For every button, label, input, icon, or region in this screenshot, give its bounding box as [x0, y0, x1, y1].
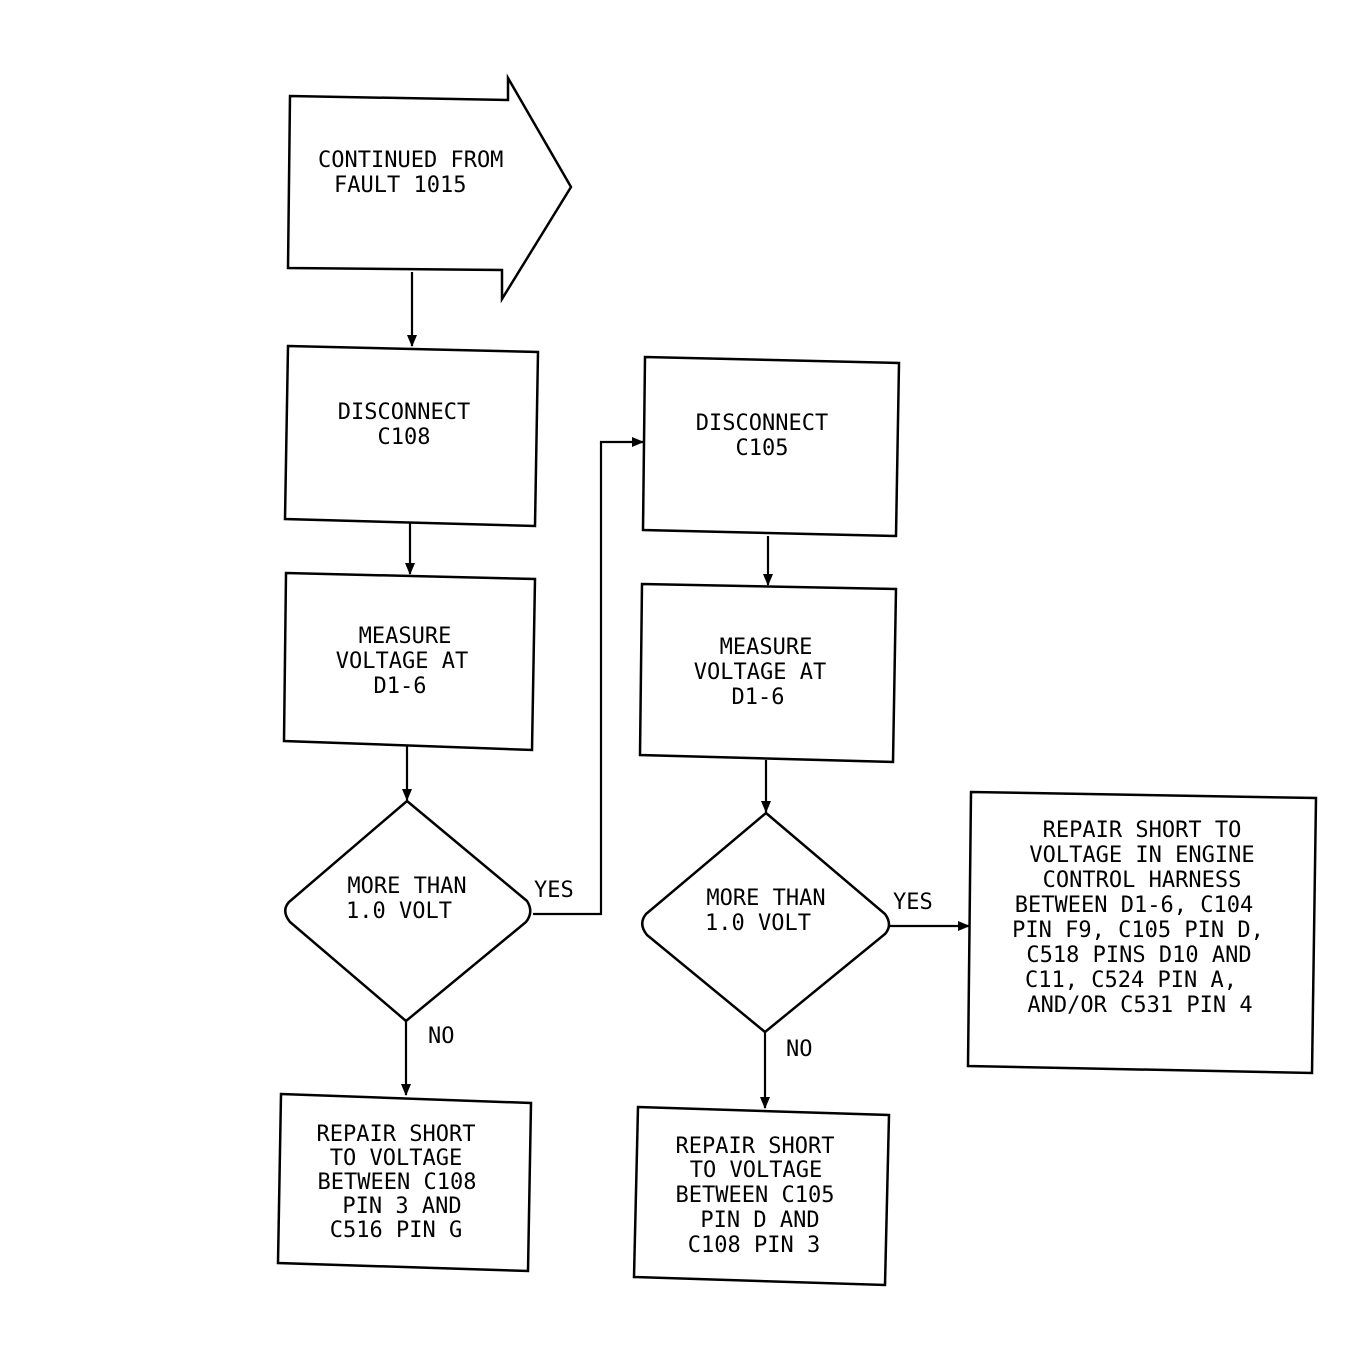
decision-left-no-label: NO: [428, 1024, 455, 1049]
repair-harness-line-6: C518 PINS D10 AND: [1026, 943, 1251, 968]
start-text-line-1: CONTINUED FROM: [318, 148, 503, 173]
repair-harness-line-1: REPAIR SHORT TO: [1043, 818, 1242, 843]
disconnect-c105-line-1: DISCONNECT: [696, 411, 828, 436]
decision-left-line-2: 1.0 VOLT: [346, 899, 452, 924]
decision-left-yes-label: YES: [534, 878, 574, 903]
measure-left-line-3: D1-6: [374, 674, 427, 699]
repair-harness-line-4: BETWEEN D1-6, C104: [1015, 893, 1253, 918]
decision-middle-no-label: NO: [786, 1037, 813, 1062]
repair-middle-box: REPAIR SHORT TO VOLTAGE BETWEEN C105 PIN…: [632, 1105, 891, 1287]
repair-left-line-3: BETWEEN C108: [318, 1170, 477, 1195]
decision-left-line-1: MORE THAN: [347, 874, 466, 899]
start-offpage-arrow: CONTINUED FROM FAULT 1015: [286, 73, 573, 304]
repair-left-box: REPAIR SHORT TO VOLTAGE BETWEEN C108 PIN…: [276, 1092, 533, 1273]
measure-left-line-2: VOLTAGE AT: [336, 649, 468, 674]
decision-left-diamond: MORE THAN 1.0 VOLT: [284, 799, 532, 1023]
repair-harness-line-5: PIN F9, C105 PIN D,: [1012, 918, 1264, 943]
measure-middle-line-2: VOLTAGE AT: [694, 660, 826, 685]
measure-voltage-middle-box: MEASURE VOLTAGE AT D1-6: [638, 582, 898, 764]
repair-middle-line-3: BETWEEN C105: [676, 1183, 835, 1208]
repair-left-line-2: TO VOLTAGE: [330, 1146, 462, 1171]
disconnect-c108-line-1: DISCONNECT: [338, 400, 470, 425]
decision-middle-yes-label: YES: [893, 890, 933, 915]
disconnect-c108-line-2: C108: [378, 425, 431, 450]
repair-middle-line-1: REPAIR SHORT: [676, 1134, 835, 1159]
repair-middle-line-2: TO VOLTAGE: [690, 1158, 822, 1183]
decision-middle-diamond: MORE THAN 1.0 VOLT: [641, 811, 891, 1034]
repair-harness-line-7: C11, C524 PIN A,: [1025, 968, 1237, 993]
repair-left-line-5: C516 PIN G: [330, 1218, 462, 1243]
measure-middle-line-3: D1-6: [732, 685, 785, 710]
repair-harness-line-2: VOLTAGE IN ENGINE: [1029, 843, 1254, 868]
measure-middle-line-1: MEASURE: [720, 635, 813, 660]
measure-voltage-left-box: MEASURE VOLTAGE AT D1-6: [282, 571, 537, 752]
measure-left-line-1: MEASURE: [359, 624, 452, 649]
repair-left-line-1: REPAIR SHORT: [317, 1122, 476, 1147]
disconnect-c105-line-2: C105: [736, 436, 789, 461]
decision-middle-line-2: 1.0 VOLT: [705, 911, 811, 936]
repair-harness-line-8: AND/OR C531 PIN 4: [1027, 993, 1252, 1018]
repair-middle-line-4: PIN D AND: [700, 1208, 819, 1233]
repair-harness-line-3: CONTROL HARNESS: [1043, 868, 1242, 893]
start-text-line-2: FAULT 1015: [334, 173, 466, 198]
repair-middle-line-5: C108 PIN 3: [688, 1233, 820, 1258]
disconnect-c108-box: DISCONNECT C108: [283, 344, 540, 528]
decision-middle-line-1: MORE THAN: [706, 886, 825, 911]
repair-left-line-4: PIN 3 AND: [342, 1194, 461, 1219]
repair-harness-box: REPAIR SHORT TO VOLTAGE IN ENGINE CONTRO…: [966, 790, 1318, 1075]
connector-decision-left-yes: [533, 437, 644, 916]
disconnect-c105-box: DISCONNECT C105: [641, 355, 901, 538]
